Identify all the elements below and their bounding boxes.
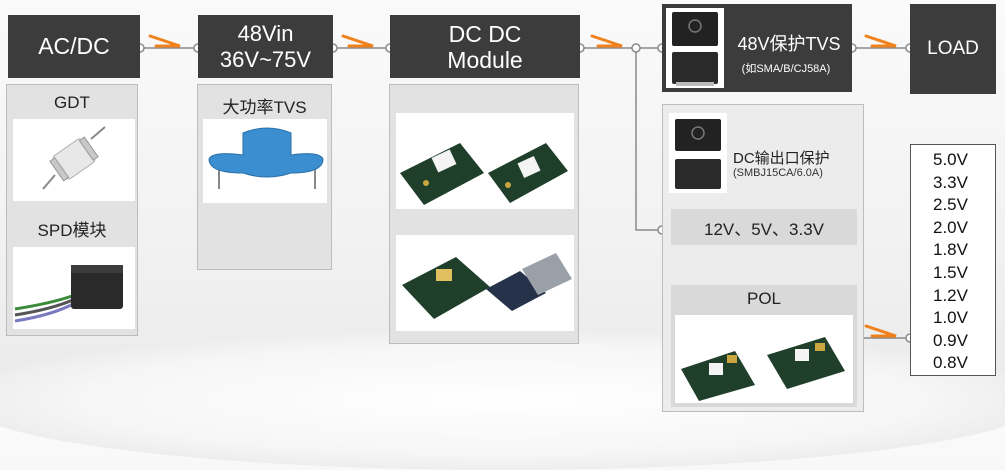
dcout-sub: (SMBJ15CA/6.0A) [733, 167, 823, 179]
load-block: LOAD [910, 4, 996, 94]
voltage-item: 3.3V [933, 172, 968, 192]
acdc-label: AC/DC [38, 33, 110, 59]
dcout-chip-image [669, 113, 727, 193]
rails-label: 12V、5V、3.3V [703, 219, 824, 239]
acdc-panel: GDT SPD模块 [6, 84, 138, 336]
vin-block: 48Vin 36V~75V [198, 15, 333, 78]
pol-label: POL [746, 289, 782, 308]
dcdc-board-icon [400, 143, 568, 205]
spd-label: SPD模块 [37, 221, 107, 240]
tvs48-sub: (如SMA/B/CJ58A) [741, 63, 831, 75]
dcdc-line2: Module [447, 46, 523, 73]
tvs48-chip-image [666, 8, 724, 88]
tvs-image [203, 119, 327, 203]
gdt-tube-icon [42, 126, 106, 190]
voltage-item: 1.5V [933, 262, 968, 282]
tvs-diode-icon [672, 12, 718, 86]
gdt-label: GDT [54, 93, 90, 112]
voltage-item: 2.5V [933, 195, 968, 215]
voltage-item: 0.9V [933, 330, 968, 350]
voltage-item: 5.0V [933, 150, 968, 169]
dcdc-image-top [396, 113, 574, 209]
dcout-title: DC输出口保护 [733, 150, 830, 167]
voltage-item: 1.2V [933, 285, 968, 305]
voltage-item: 1.0V [933, 308, 968, 328]
output-panel: DC输出口保护 (SMBJ15CA/6.0A) 12V、5V、3.3V POL [662, 104, 864, 412]
voltage-list: 5.0V 3.3V 2.5V 2.0V 1.8V 1.5V 1.2V 1.0V … [910, 144, 996, 376]
voltage-item: 0.8V [933, 353, 968, 373]
pol-image [675, 315, 853, 403]
dcdc-image-bottom [396, 235, 574, 331]
vin-line1: 48Vin [237, 20, 294, 46]
dcdc-panel [389, 84, 579, 344]
tvs-diode-icon [675, 119, 721, 189]
spd-image [13, 247, 135, 329]
pol-board-icon [681, 337, 845, 401]
dcdc-board-icon [402, 253, 572, 319]
vin-panel: 大功率TVS [197, 84, 332, 270]
dcdc-block: DC DC Module [390, 15, 580, 78]
voltage-item: 1.8V [933, 240, 968, 260]
tvs-label: 大功率TVS [222, 98, 307, 117]
acdc-block: AC/DC [8, 15, 140, 78]
dcdc-line1: DC DC [448, 20, 522, 47]
voltage-items: 5.0V 3.3V 2.5V 2.0V 1.8V 1.5V 1.2V 1.0V … [911, 149, 995, 375]
tvs48-block: 48V保护TVS (如SMA/B/CJ58A) [662, 4, 852, 92]
voltage-item: 2.0V [933, 217, 968, 237]
tvs48-title: 48V保护TVS [737, 34, 841, 54]
rails-box: 12V、5V、3.3V [671, 209, 857, 245]
vin-line2: 36V~75V [219, 46, 312, 72]
pol-box: POL [671, 285, 857, 407]
tvs-diode-icon [208, 127, 324, 189]
load-label: LOAD [927, 38, 979, 59]
spd-module-icon [14, 265, 123, 323]
gdt-image [13, 119, 135, 201]
